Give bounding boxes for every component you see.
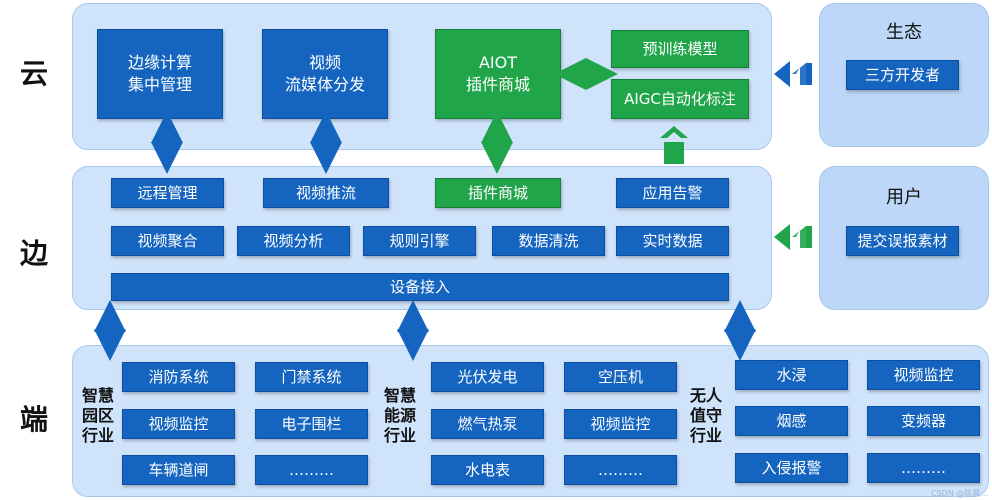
edge-app-alert-box[interactable]: 应用告警	[616, 178, 729, 208]
unattended-item[interactable]: 视频监控	[867, 360, 980, 390]
user-to-edge-arrow	[774, 224, 812, 250]
edge-to-aigc-up-arrow	[660, 126, 688, 164]
edge-plugin-store-box[interactable]: 插件商城	[435, 178, 561, 208]
edge-remote-management-box[interactable]: 远程管理	[111, 178, 224, 208]
edge-realtime-data-box[interactable]: 实时数据	[616, 226, 729, 256]
submit-false-alarm-box[interactable]: 提交误报素材	[846, 226, 959, 256]
ecosystem-to-cloud-arrow	[774, 61, 812, 87]
edge-video-analysis-box[interactable]: 视频分析	[237, 226, 350, 256]
edge-data-cleaning-box[interactable]: 数据清洗	[492, 226, 605, 256]
unattended-item[interactable]: 入侵报警	[735, 453, 848, 483]
watermark: CSDN @陈晨...	[931, 489, 988, 498]
edge-video-aggregation-box[interactable]: 视频聚合	[111, 226, 224, 256]
park-item[interactable]: 电子围栏	[255, 409, 368, 439]
tier-label-device: 端	[19, 403, 48, 436]
unattended-item[interactable]: 烟感	[735, 406, 848, 436]
energy-item[interactable]: 燃气热泵	[431, 409, 544, 439]
park-item[interactable]: 车辆道闸	[122, 455, 235, 485]
unattended-industry-label: 无人 值守 行业	[689, 386, 722, 445]
cloud-aigc-labeling-box[interactable]: AIGC自动化标注	[611, 79, 749, 119]
cloud-aiot-plugin-store-box[interactable]: AIOT 插件商城	[435, 29, 561, 119]
park-item-ellipsis[interactable]: ………	[255, 455, 368, 485]
user-title: 用户	[886, 187, 922, 208]
unattended-item-ellipsis[interactable]: ………	[867, 453, 980, 483]
unattended-item[interactable]: 变频器	[867, 406, 980, 436]
park-item[interactable]: 视频监控	[122, 409, 235, 439]
cloud-edge-computing-box[interactable]: 边缘计算 集中管理	[97, 29, 223, 119]
cloud-pretrained-model-box[interactable]: 预训练模型	[611, 30, 749, 68]
energy-item[interactable]: 光伏发电	[431, 362, 544, 392]
park-item[interactable]: 门禁系统	[255, 362, 368, 392]
tier-label-edge: 边	[19, 237, 48, 270]
park-industry-label: 智慧 园区 行业	[81, 386, 114, 445]
park-item[interactable]: 消防系统	[122, 362, 235, 392]
energy-item[interactable]: 水电表	[431, 455, 544, 485]
ecosystem-title: 生态	[886, 22, 922, 43]
energy-item-ellipsis[interactable]: ………	[564, 455, 677, 485]
edge-video-push-box[interactable]: 视频推流	[263, 178, 389, 208]
third-party-developer-box[interactable]: 三方开发者	[846, 60, 959, 90]
energy-industry-label: 智慧 能源 行业	[383, 386, 416, 445]
cloud-video-streaming-box[interactable]: 视频 流媒体分发	[262, 29, 388, 119]
energy-item[interactable]: 空压机	[564, 362, 677, 392]
tier-label-cloud: 云	[19, 57, 48, 90]
edge-rule-engine-box[interactable]: 规则引擎	[363, 226, 476, 256]
unattended-item[interactable]: 水浸	[735, 360, 848, 390]
energy-item[interactable]: 视频监控	[564, 409, 677, 439]
